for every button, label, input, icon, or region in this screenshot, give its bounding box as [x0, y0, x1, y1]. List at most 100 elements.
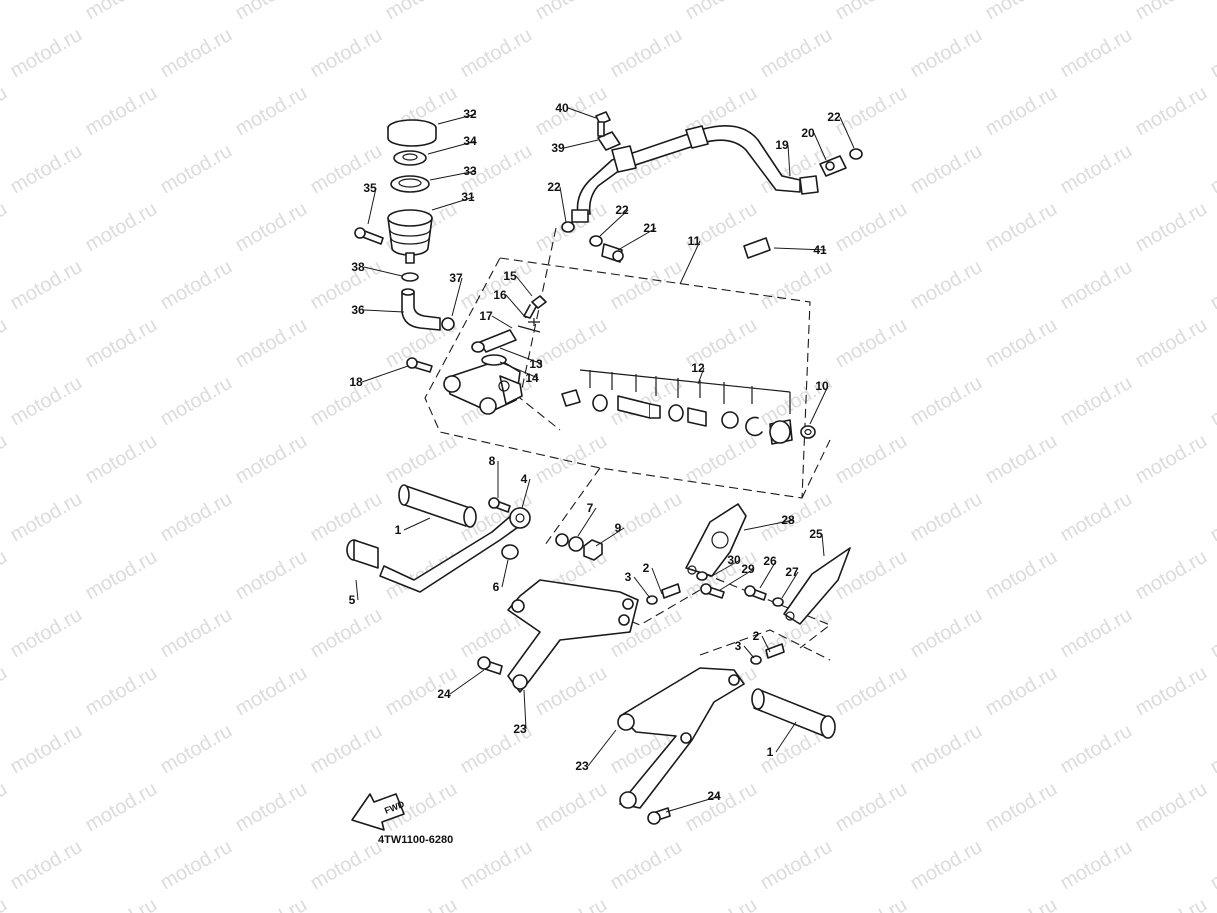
callout-leader-3: [633, 576, 651, 599]
callout-1: 1: [767, 745, 774, 759]
bolt-24-a: [477, 656, 503, 675]
callout-14: 14: [525, 371, 539, 385]
watermark-text: motod.ru: [7, 24, 86, 83]
callout-7: 7: [587, 501, 594, 515]
watermark-text: motod.ru: [832, 0, 911, 24]
callout-leader-1: [775, 721, 797, 753]
callout-leader-10: [809, 385, 829, 425]
callout-leader-32: [437, 113, 477, 125]
watermark-text: motod.ru: [157, 140, 236, 199]
bushing-6: [501, 544, 519, 560]
callout-leader-11: [679, 240, 701, 285]
callout-leader-35: [367, 187, 377, 225]
watermark-text: motod.ru: [0, 662, 11, 721]
callout-leader-3: [743, 645, 755, 659]
callout-31: 31: [461, 190, 475, 204]
nut-10: [800, 425, 816, 439]
watermark-text: motod.ru: [0, 546, 11, 605]
reservoir-tank-31: [387, 209, 433, 264]
watermark-text: motod.ru: [457, 836, 536, 895]
bolt-40: [595, 111, 611, 137]
callout-16: 16: [493, 288, 507, 302]
callout-leader-28: [743, 519, 795, 531]
watermark-text: motod.ru: [157, 488, 236, 547]
watermark-text: motod.ru: [7, 372, 86, 431]
parts-drawing: [346, 111, 863, 831]
watermark-text: motod.ru: [307, 24, 386, 83]
bolt-15: [523, 295, 547, 319]
callout-leaders: [355, 107, 855, 813]
callout-leader-26: [759, 560, 777, 589]
watermark-text: motod.ru: [907, 24, 986, 83]
callout-24: 24: [707, 789, 721, 803]
watermark-text: motod.ru: [307, 372, 386, 431]
watermark-text: motod.ru: [907, 836, 986, 895]
watermark-text: motod.ru: [1057, 604, 1136, 663]
piston-kit-12: [561, 369, 793, 445]
callout-34: 34: [463, 134, 477, 148]
watermark-text: motod.ru: [457, 24, 536, 83]
watermark-text: motod.ru: [382, 430, 461, 489]
watermark-text: motod.ru: [1057, 836, 1136, 895]
callout-9: 9: [615, 521, 622, 535]
callout-leader-1: [403, 517, 431, 531]
watermark-text: motod.ru: [307, 256, 386, 315]
watermark-text: motod.ru: [157, 256, 236, 315]
watermark-text: motod.ru: [907, 140, 986, 199]
callout-2: 2: [753, 629, 760, 643]
callout-leader-15: [515, 275, 533, 297]
callout-leader-30: [711, 559, 741, 577]
watermark-text: motod.ru: [1057, 256, 1136, 315]
brake-hose-19: [571, 124, 819, 223]
watermark-text: motod.ru: [907, 720, 986, 779]
watermark-text: motod.ru: [1057, 24, 1136, 83]
watermark-text: motod.ru: [607, 24, 686, 83]
watermark-text: motod.ru: [1207, 604, 1217, 663]
callout-leader-18: [361, 365, 409, 383]
footrest-bracket-23-a: [507, 579, 639, 693]
watermark-text: motod.ru: [982, 198, 1061, 257]
watermark-text: motod.ru: [982, 546, 1061, 605]
watermark-text: motod.ru: [0, 82, 11, 141]
watermark-text: motod.ru: [82, 0, 161, 24]
callout-leader-9: [595, 527, 625, 547]
watermark-text: motod.ru: [232, 82, 311, 141]
watermark-text: motod.ru: [832, 314, 911, 373]
watermark-text: motod.ru: [1132, 662, 1211, 721]
fwd-arrow-icon: [351, 793, 405, 831]
callout-4: 4: [521, 472, 528, 486]
callout-leader-38: [363, 266, 403, 277]
union-bolt-20: [819, 155, 847, 177]
callout-40: 40: [555, 101, 569, 115]
watermark-text: motod.ru: [82, 662, 161, 721]
callout-8: 8: [489, 454, 496, 468]
callout-39: 39: [551, 141, 565, 155]
callout-2: 2: [643, 561, 650, 575]
callout-leader-17: [491, 315, 513, 329]
callout-27: 27: [785, 565, 799, 579]
watermark-text: motod.ru: [1207, 256, 1217, 315]
watermark-text: motod.ru: [1207, 720, 1217, 779]
callout-3: 3: [625, 570, 632, 584]
callout-41: 41: [813, 243, 827, 257]
callout-leader-7: [577, 507, 597, 537]
watermark-text: motod.ru: [532, 314, 611, 373]
callout-leader-23: [523, 689, 527, 730]
callout-leader-23: [587, 729, 617, 767]
watermark-text: motod.ru: [1207, 140, 1217, 199]
watermark-text: motod.ru: [1132, 894, 1211, 913]
watermark-text: motod.ru: [232, 198, 311, 257]
callout-23: 23: [575, 759, 589, 773]
watermark-text: motod.ru: [82, 314, 161, 373]
callout-10: 10: [815, 379, 829, 393]
callout-12: 12: [691, 361, 705, 375]
watermark-text: motod.ru: [7, 604, 86, 663]
watermark-text: motod.ru: [757, 836, 836, 895]
watermark-text: motod.ru: [907, 256, 986, 315]
watermark-text: motod.ru: [1057, 372, 1136, 431]
union-bolt-21: [601, 243, 624, 263]
callout-1: 1: [395, 523, 402, 537]
brake-pedal: [379, 507, 531, 593]
watermark-text: motod.ru: [232, 430, 311, 489]
